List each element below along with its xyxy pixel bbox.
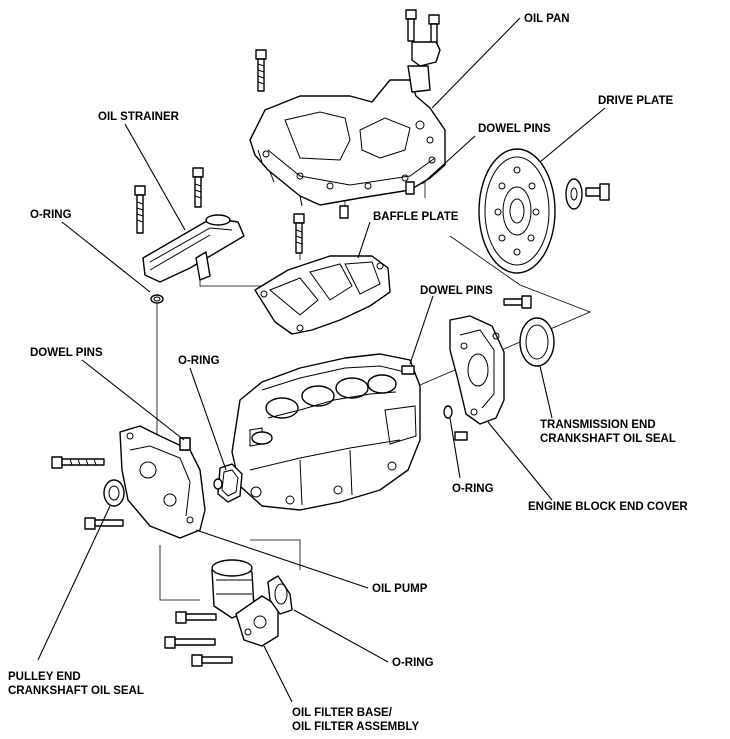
oil-filter-assembly — [211, 559, 293, 647]
label-transmission-seal-line2: CRANKSHAFT OIL SEAL — [540, 433, 676, 445]
transmission-end-crankshaft-oil-seal — [519, 317, 555, 367]
oil-strainer — [142, 214, 245, 283]
o-ring-end-cover — [443, 405, 453, 419]
drive-plate — [478, 148, 610, 274]
oil-pan — [249, 79, 446, 207]
label-oil-filter-line2: OIL FILTER ASSEMBLY — [292, 721, 419, 733]
end-cover-bolt — [503, 295, 532, 309]
pulley-end-crankshaft-oil-seal — [103, 479, 125, 507]
label-oil-filter-line1: OIL FILTER BASE/ — [292, 707, 393, 719]
callout-labels: OIL PAN DRIVE PLATE OIL STRAINER DOWEL P… — [8, 13, 688, 733]
leader-lines — [37, 17, 606, 703]
label-dowel-pins-right: DOWEL PINS — [420, 285, 493, 297]
baffle-plate — [254, 255, 391, 335]
label-oil-pan: OIL PAN — [524, 13, 570, 25]
label-engine-block-end-cover: ENGINE BLOCK END COVER — [528, 501, 688, 513]
oil-filter-bolts — [164, 611, 233, 667]
label-oil-pump: OIL PUMP — [372, 583, 428, 595]
label-o-ring-left: O-RING — [30, 209, 72, 221]
o-ring-oil-pump — [213, 463, 243, 503]
label-transmission-seal-line1: TRANSMISSION END — [540, 419, 656, 431]
dowel-pins-left — [179, 437, 191, 451]
label-dowel-pins-left: DOWEL PINS — [30, 347, 103, 359]
engine-block-end-cover — [449, 315, 505, 425]
oil-pan-bolts — [255, 9, 441, 219]
label-pulley-seal-line2: CRANKSHAFT OIL SEAL — [8, 685, 144, 697]
label-o-ring-center: O-RING — [178, 355, 220, 367]
baffle-plate-bolt — [293, 213, 305, 254]
oil-strainer-bolts — [134, 167, 204, 234]
label-oil-strainer: OIL STRAINER — [98, 111, 180, 123]
o-ring-strainer — [150, 294, 164, 304]
oil-pump-bolts — [51, 456, 124, 530]
engine-block — [231, 353, 421, 511]
label-dowel-pins-top: DOWEL PINS — [478, 123, 551, 135]
label-drive-plate: DRIVE PLATE — [598, 95, 674, 107]
label-baffle-plate: BAFFLE PLATE — [373, 211, 459, 223]
oil-pump — [119, 425, 206, 539]
label-pulley-seal-line1: PULLEY END — [8, 671, 81, 683]
label-o-ring-bottom: O-RING — [392, 657, 434, 669]
dowel-pins-right — [401, 365, 468, 441]
label-o-ring-right: O-RING — [452, 483, 494, 495]
